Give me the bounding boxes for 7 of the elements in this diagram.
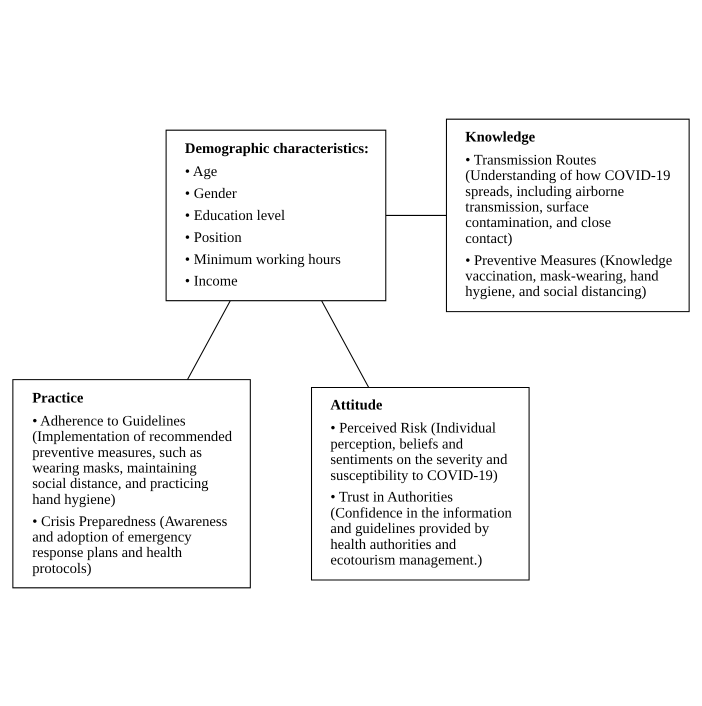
node-box: Knowledge • Transmission Routes (Understanding of how COVID-19 spreads, including airborne transmission, surface contamination, and close contact) • Preventive Measures (Knowledge vaccination, mask-wearing, hand hygiene, and social distancing) (446, 118, 690, 312)
node-box: Attitude • Perceived Risk (Individual perception, beliefs and sentiments on the severity and susceptibility to COVID-19) • Trust in Authorities (Confidence in the information and guidelines provided by health authorities and ecotourism management.) (310, 386, 530, 580)
connector (187, 300, 231, 380)
connector (386, 214, 446, 216)
connector (321, 300, 370, 388)
node-box: Practice • Adherence to Guidelines (Implementation of recommended preventive measures, such as wearing masks, maintaining social distance, and practicing hand hygiene) • Crisis Preparedness (Awareness and adoption of emergency response plans and health protocols) (12, 378, 251, 588)
node-box: Demographic characteristics: • Age • Gender • Education level • Position • Minimum working hours • Income (166, 129, 386, 301)
